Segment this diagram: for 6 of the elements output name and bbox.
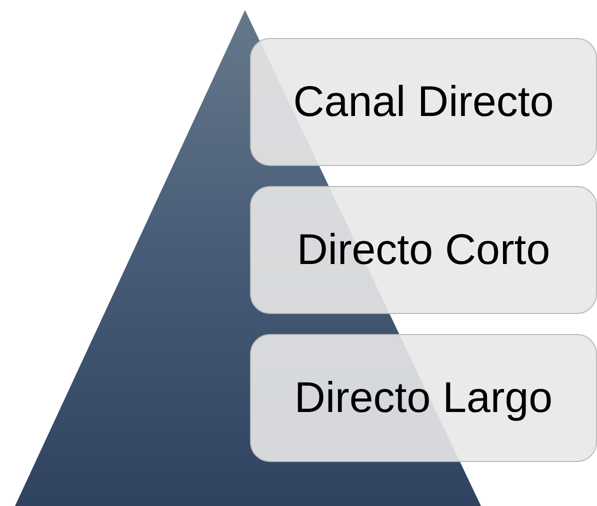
- level-label: Directo Corto: [296, 226, 550, 274]
- level-box: [250, 38, 597, 166]
- level-box: [250, 186, 597, 314]
- level-box: [250, 334, 597, 462]
- level-label: Canal Directo: [293, 78, 554, 126]
- level-label: Directo Largo: [294, 374, 553, 422]
